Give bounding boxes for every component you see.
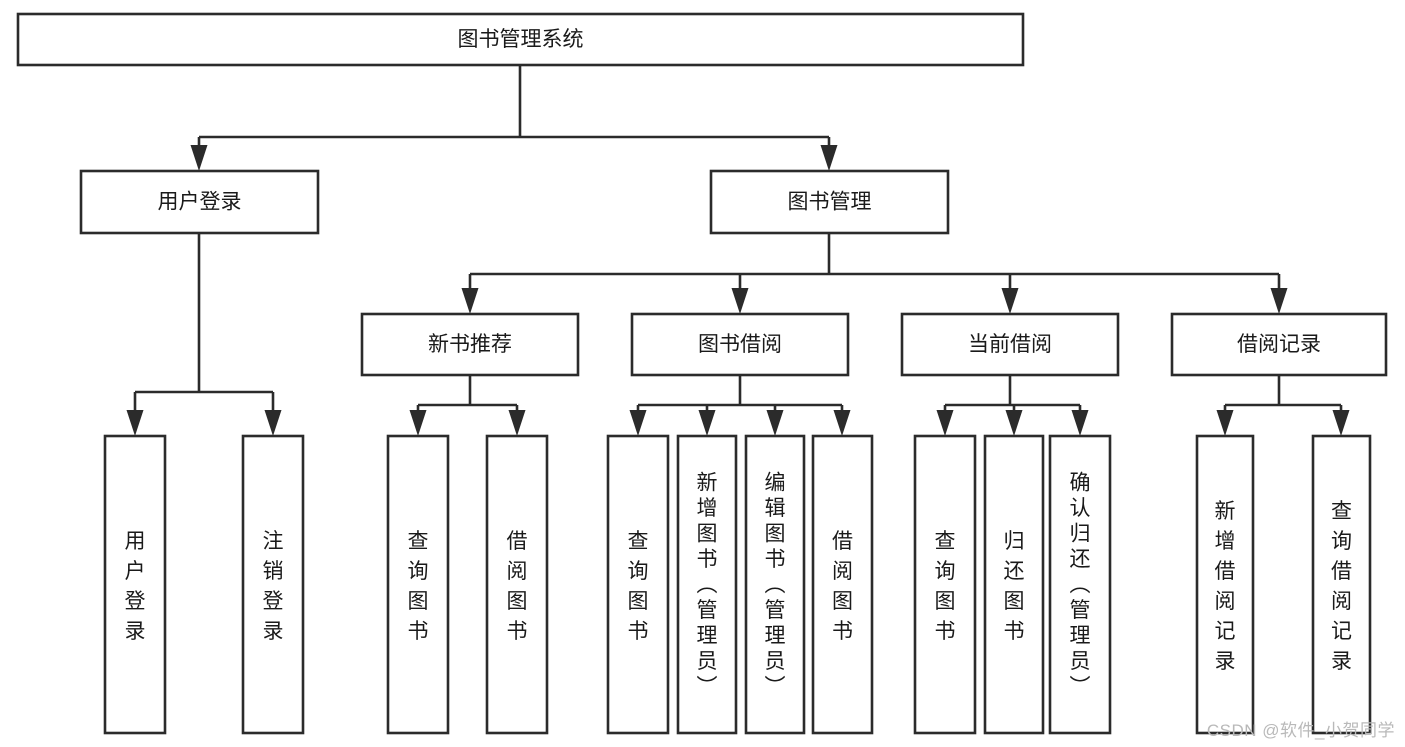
node-leaf-query-record[interactable]: 查询借阅记录 — [1311, 434, 1372, 735]
node-new-book-rec[interactable]: 新书推荐 — [360, 312, 580, 377]
connector-group — [409, 375, 526, 436]
arrow-head-icon — [1005, 410, 1023, 436]
node-box — [983, 434, 1045, 735]
connector-group — [1216, 375, 1350, 436]
node-current-borrow[interactable]: 当前借阅 — [900, 312, 1120, 377]
node-label: 注销登录 — [263, 530, 284, 643]
node-label: 借阅记录 — [1237, 333, 1321, 356]
node-box — [1170, 312, 1388, 377]
node-leaf-query-book-3[interactable]: 查询图书 — [913, 434, 977, 735]
arrow-head-icon — [766, 410, 784, 436]
node-leaf-confirm-return[interactable]: 确认归还︵管理员︶ — [1048, 434, 1112, 735]
node-label: 查询图书 — [628, 530, 649, 643]
node-layer: 图书管理系统用户登录图书管理新书推荐图书借阅当前借阅借阅记录用户登录注销登录查询… — [16, 12, 1388, 735]
node-box — [386, 434, 450, 735]
node-label: 查询借阅记录 — [1331, 500, 1352, 673]
node-borrow-record[interactable]: 借阅记录 — [1170, 312, 1388, 377]
arrow-head-icon — [698, 410, 716, 436]
node-box — [630, 312, 850, 377]
arrow-head-icon — [508, 410, 526, 436]
node-box — [811, 434, 874, 735]
connector-group — [629, 375, 851, 436]
node-box — [16, 12, 1025, 67]
node-box — [485, 434, 549, 735]
node-box — [606, 434, 670, 735]
node-label: 借阅图书 — [832, 530, 853, 643]
arrow-head-icon — [820, 145, 838, 171]
arrow-head-icon — [731, 288, 749, 314]
arrow-head-icon — [1216, 410, 1234, 436]
node-book-manage[interactable]: 图书管理 — [709, 169, 950, 235]
node-label: 归还图书 — [1004, 530, 1025, 643]
arrow-head-icon — [190, 145, 208, 171]
connector-group — [126, 233, 282, 436]
connector-group — [936, 375, 1089, 436]
arrow-head-icon — [1332, 410, 1350, 436]
node-box — [913, 434, 977, 735]
node-leaf-add-book[interactable]: 新增图书︵管理员︶ — [676, 434, 738, 735]
node-box — [79, 169, 320, 235]
node-label: 图书管理系统 — [458, 28, 584, 51]
arrow-head-icon — [936, 410, 954, 436]
arrow-head-icon — [264, 410, 282, 436]
node-label: 确认归还︵管理员︶ — [1070, 472, 1091, 699]
node-label: 用户登录 — [125, 530, 146, 643]
node-label: 新增图书︵管理员︶ — [697, 472, 718, 699]
node-box — [1311, 434, 1372, 735]
node-leaf-edit-book[interactable]: 编辑图书︵管理员︶ — [744, 434, 806, 735]
arrow-head-icon — [833, 410, 851, 436]
arrow-head-icon — [629, 410, 647, 436]
arrow-head-icon — [1071, 410, 1089, 436]
node-box — [1048, 434, 1112, 735]
node-leaf-borrow-book-2[interactable]: 借阅图书 — [811, 434, 874, 735]
node-box — [709, 169, 950, 235]
node-leaf-logout[interactable]: 注销登录 — [241, 434, 305, 735]
node-leaf-return-book[interactable]: 归还图书 — [983, 434, 1045, 735]
arrow-head-icon — [1001, 288, 1019, 314]
node-box — [241, 434, 305, 735]
arrow-head-icon — [461, 288, 479, 314]
node-leaf-borrow-book-1[interactable]: 借阅图书 — [485, 434, 549, 735]
node-label: 当前借阅 — [968, 333, 1052, 356]
node-label: 用户登录 — [158, 191, 242, 214]
node-box — [360, 312, 580, 377]
node-user-login[interactable]: 用户登录 — [79, 169, 320, 235]
node-label: 新增借阅记录 — [1215, 500, 1236, 673]
node-leaf-query-book-1[interactable]: 查询图书 — [386, 434, 450, 735]
node-label: 新书推荐 — [428, 333, 512, 356]
node-label: 借阅图书 — [507, 530, 528, 643]
arrow-head-icon — [1270, 288, 1288, 314]
node-label: 查询图书 — [408, 530, 429, 643]
node-root[interactable]: 图书管理系统 — [16, 12, 1025, 67]
node-leaf-query-book-2[interactable]: 查询图书 — [606, 434, 670, 735]
arrow-head-icon — [409, 410, 427, 436]
node-box — [103, 434, 167, 735]
node-box — [744, 434, 806, 735]
node-leaf-user-login[interactable]: 用户登录 — [103, 434, 167, 735]
node-label: 查询图书 — [935, 530, 956, 643]
node-box — [1195, 434, 1255, 735]
node-book-borrow[interactable]: 图书借阅 — [630, 312, 850, 377]
node-leaf-add-record[interactable]: 新增借阅记录 — [1195, 434, 1255, 735]
connector-layer — [126, 65, 1350, 436]
node-label: 图书借阅 — [698, 333, 782, 356]
arrow-head-icon — [126, 410, 144, 436]
node-box — [676, 434, 738, 735]
node-box — [900, 312, 1120, 377]
connector-group — [461, 233, 1288, 314]
node-label: 编辑图书︵管理员︶ — [765, 472, 786, 699]
connector-group — [190, 65, 838, 171]
node-label: 图书管理 — [788, 191, 872, 214]
